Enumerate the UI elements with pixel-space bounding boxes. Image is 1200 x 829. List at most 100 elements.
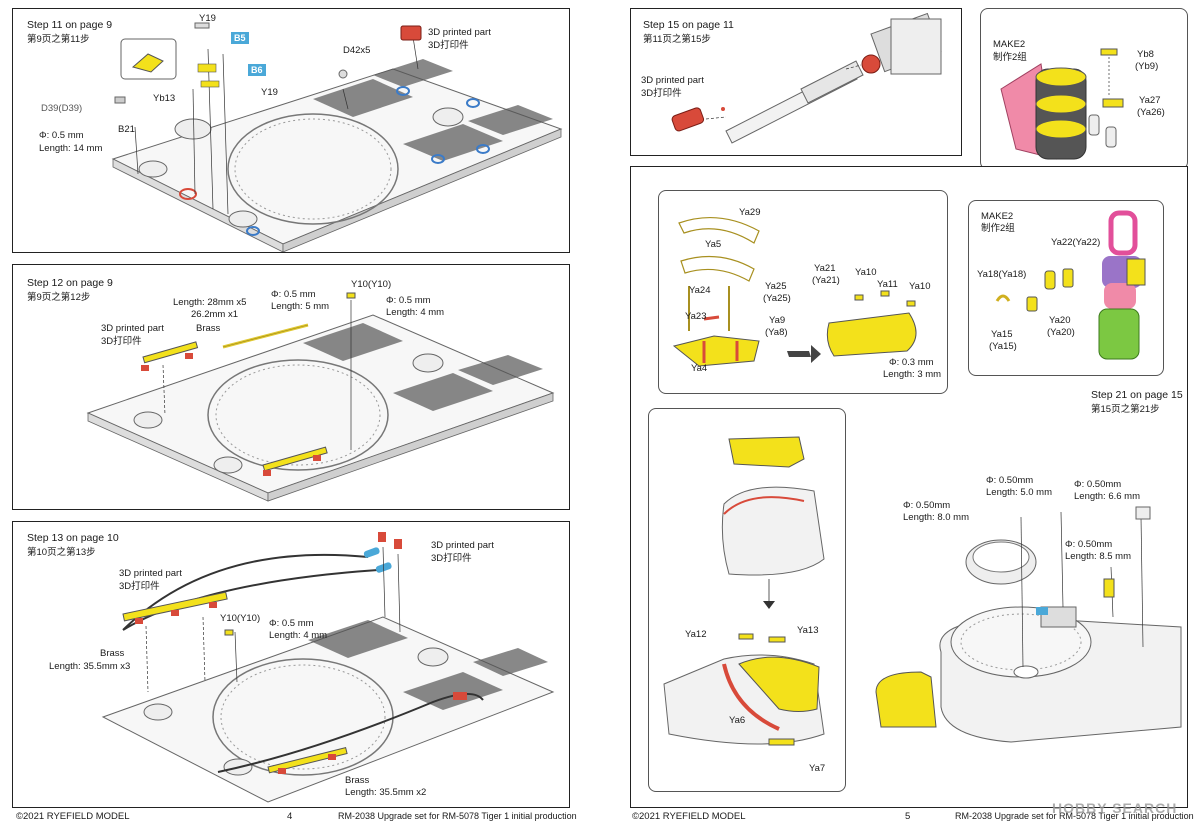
label-brass-left: Brass [100,648,125,659]
label-d42: D42x5 [343,45,371,56]
label-y10: Y10(Y10) [220,613,261,624]
label-brass-left-len: Length: 35.5mm x3 [49,661,131,672]
label-ya13: Ya13 [797,625,819,636]
step13-illustration [101,532,555,803]
step15-printed-cn: 3D打印件 [641,88,682,99]
step11-illustration [111,22,563,252]
turret-phi3: Φ: 0.50mm [903,500,951,511]
label-printed-en: 3D printed part [428,27,491,38]
label-brass: Brass [196,323,221,334]
shield-assembly-box: Ya29 Ya5 Ya24 Ya25 (Ya25) Ya23 Ya9 (Ya8)… [658,190,948,394]
label-yb9: (Yb9) [1135,61,1159,72]
label-len-a: Length: 5 mm [271,301,330,312]
label-yb13: Yb13 [153,93,176,104]
label-y10: Y10(Y10) [351,279,392,290]
left-footer-page: 4 [287,811,293,822]
right-footer-product: RM-2038 Upgrade set for RM-5078 Tiger 1 … [955,811,1194,821]
label-ya29: Ya29 [739,207,761,218]
label-b5: B5 [231,32,249,44]
make2-mid-panel: MAKE2 制作2组 Ya22(Ya22) Ya18(Ya18) Ya20 (Y… [968,200,1164,376]
step15-panel: Step 15 on page 11 第11页之第15步 3D printed … [630,8,962,156]
label-printed-cn: 3D打印件 [428,40,469,51]
label-shield-len: Length: 3 mm [883,369,942,380]
label-len-b: Length: 4 mm [386,307,445,318]
turret-phi2: Φ: 0.50mm [1074,479,1122,490]
step11-subtitle: 第9页之第11步 [27,34,90,45]
left-footer-product: RM-2038 Upgrade set for RM-5078 Tiger 1 … [338,811,577,821]
label-printed-cn-left: 3D打印件 [119,581,160,592]
label-ya22: Ya22(Ya22) [1051,237,1101,248]
label-ya18: Ya18(Ya18) [977,269,1027,280]
step12-subtitle: 第9页之第12步 [27,292,91,303]
hobby-search-watermark: HOBBY SEARCH [1052,800,1178,816]
label-phi-b: Φ: 0.5 mm [386,295,431,306]
label-b6: B6 [248,64,266,76]
step15-subtitle: 第11页之第15步 [643,34,711,45]
label-ya27: Ya27 [1139,95,1161,106]
label-brass-right-len: Length: 35.5mm x2 [345,787,427,798]
step12-panel: Step 12 on page 9 第9页之第12步 Length: 28mm … [12,264,570,510]
label-printed-en-left: 3D printed part [119,568,182,579]
step13-subtitle: 第10页之第13步 [27,547,96,558]
label-ya5: Ya5 [705,239,722,250]
step12-title: Step 12 on page 9 [27,277,113,289]
step11-panel: Step 11 on page 9 第9页之第11步 Y19 B5 B6 Y19… [12,8,570,253]
step15-title: Step 15 on page 11 [643,19,734,31]
label-length: Length: 14 mm [39,143,103,154]
label-ya15: Ya15 [991,329,1013,340]
label-printed-en-right: 3D printed part [431,540,494,551]
label-ya21: Ya21 [814,263,836,274]
make2-top-title: MAKE2 [993,39,1026,50]
label-printed-en: 3D printed part [101,323,164,334]
label-ya9: Ya9 [769,315,786,326]
step13-title: Step 13 on page 10 [27,532,119,544]
shield-assembly-illustration [672,216,917,367]
label-ya8: (Ya8) [765,327,788,338]
turret-len4: Length: 8.5 mm [1065,551,1132,562]
make2-mid-title: MAKE2 [981,211,1014,222]
label-ya20b: (Ya20) [1047,327,1075,338]
label-ya20: Ya20 [1049,315,1071,326]
step15-printed-en: 3D printed part [641,75,704,86]
label-d39: D39(D39) [41,103,83,114]
label-ya23: Ya23 [685,311,707,322]
make2-mid-illustration [995,210,1146,360]
make2-top-illustration [1000,48,1124,160]
label-ya24: Ya24 [689,285,711,296]
label-y19-bottom: Y19 [261,87,278,98]
turret-phi1: Φ: 0.50mm [986,475,1034,486]
right-footer-page: 5 [905,811,911,822]
label-phi: Φ: 0.5 mm [269,618,314,629]
step13-panel: Step 13 on page 10 第10页之第13步 3D printed … [12,521,570,808]
label-ya15b: (Ya15) [989,341,1017,352]
hull-mantlet-illustration [663,436,825,746]
label-phi: Φ: 0.5 mm [39,130,84,141]
label-y19-top: Y19 [199,13,216,24]
step11-title: Step 11 on page 9 [27,19,113,31]
turret-phi4: Φ: 0.50mm [1065,539,1113,550]
label-ya12: Ya12 [685,629,707,640]
make2-top-panel: MAKE2 制作2组 Yb8 (Yb9) Ya27 (Ya26) [980,8,1188,170]
label-brass-length: Length: 28mm x5 [173,297,247,308]
label-brass-length2: 26.2mm x1 [191,309,238,320]
step21-title: Step 21 on page 15 [1091,389,1183,401]
label-ya21b: (Ya21) [812,275,840,286]
label-brass-right: Brass [345,775,370,786]
label-len: Length: 4 mm [269,630,328,641]
label-ya25b: (Ya25) [763,293,791,304]
label-ya6: Ya6 [729,715,746,726]
label-printed-cn-right: 3D打印件 [431,553,472,564]
label-ya25: Ya25 [765,281,787,292]
make2-mid-title-cn: 制作2组 [981,223,1015,234]
label-ya7: Ya7 [809,763,826,774]
label-ya4: Ya4 [691,363,708,374]
label-ya10a: Ya10 [855,267,877,278]
label-printed-cn: 3D打印件 [101,336,142,347]
label-phi-a: Φ: 0.5 mm [271,289,316,300]
turret-len2: Length: 6.6 mm [1074,491,1141,502]
label-ya10b: Ya10 [909,281,931,292]
label-b21: B21 [118,124,135,135]
turret-len1: Length: 5.0 mm [986,487,1053,498]
step12-illustration [86,292,555,502]
step21-subtitle: 第15页之第21步 [1091,404,1160,415]
